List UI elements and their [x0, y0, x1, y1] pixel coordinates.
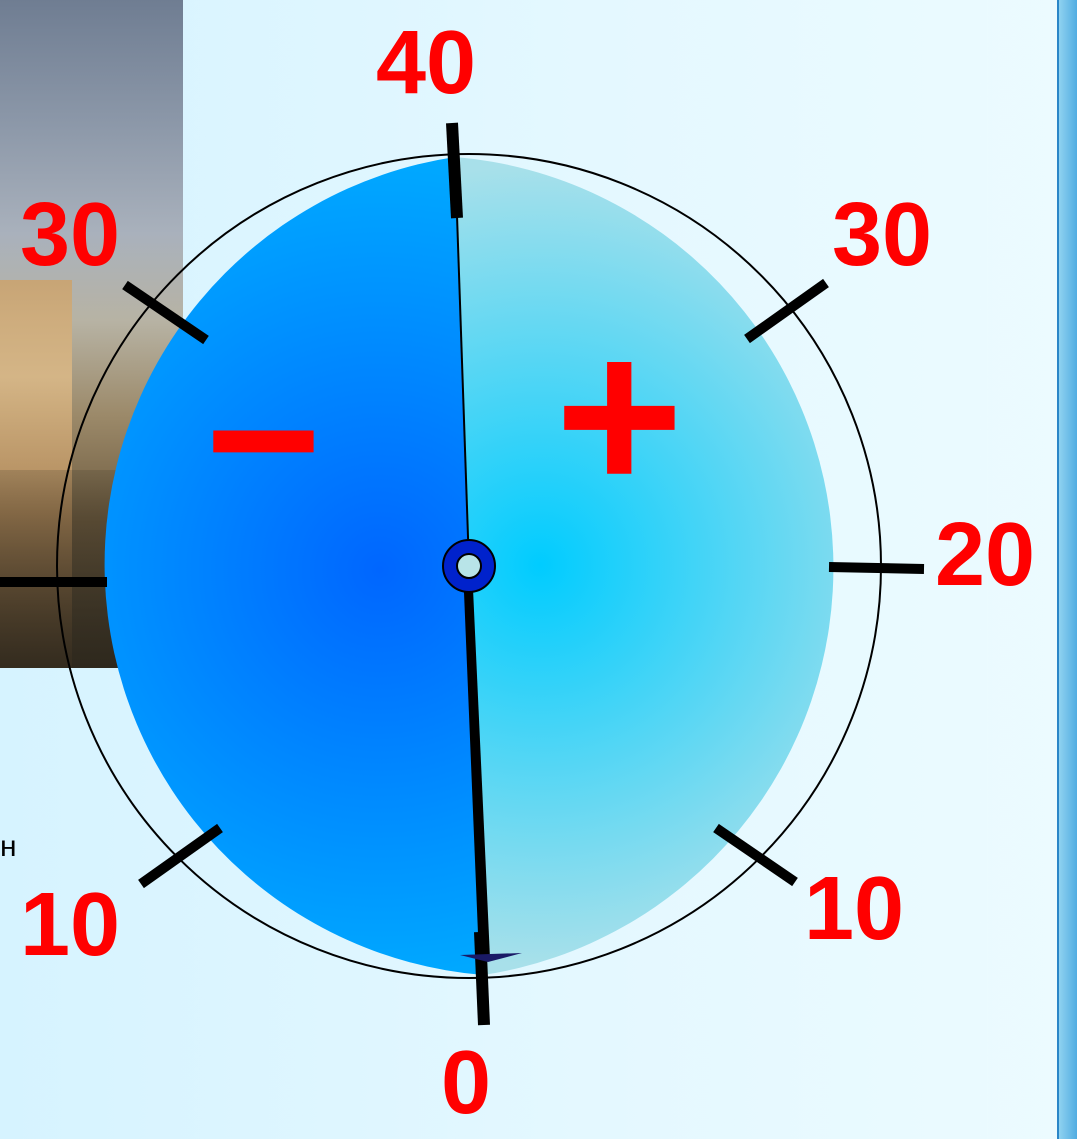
label-10-left: 10 [20, 875, 121, 975]
right-edge-bar [1057, 0, 1077, 1139]
partial-side-text: н [0, 830, 17, 863]
label-20: 20 [935, 505, 1036, 605]
dial-left-half [104, 157, 484, 975]
label-30-left: 30 [20, 185, 121, 285]
dial-right-half [455, 157, 834, 975]
tick-10-right [713, 823, 798, 887]
label-30-right: 30 [832, 185, 933, 285]
center-pivot-inner [456, 553, 482, 579]
plus-sign: + [555, 292, 684, 538]
background-photo [0, 0, 183, 668]
tick-40 [446, 122, 463, 219]
tick-20-right [828, 562, 925, 574]
minus-sign: − [205, 328, 322, 551]
tick-30-right [744, 278, 829, 344]
tick-10-left [138, 823, 223, 889]
label-0: 0 [441, 1033, 492, 1133]
dial-needle [463, 567, 490, 958]
needle-tip [460, 953, 522, 962]
tick-30-left [122, 280, 209, 345]
label-10-right: 10 [804, 859, 905, 959]
label-40: 40 [376, 13, 477, 113]
